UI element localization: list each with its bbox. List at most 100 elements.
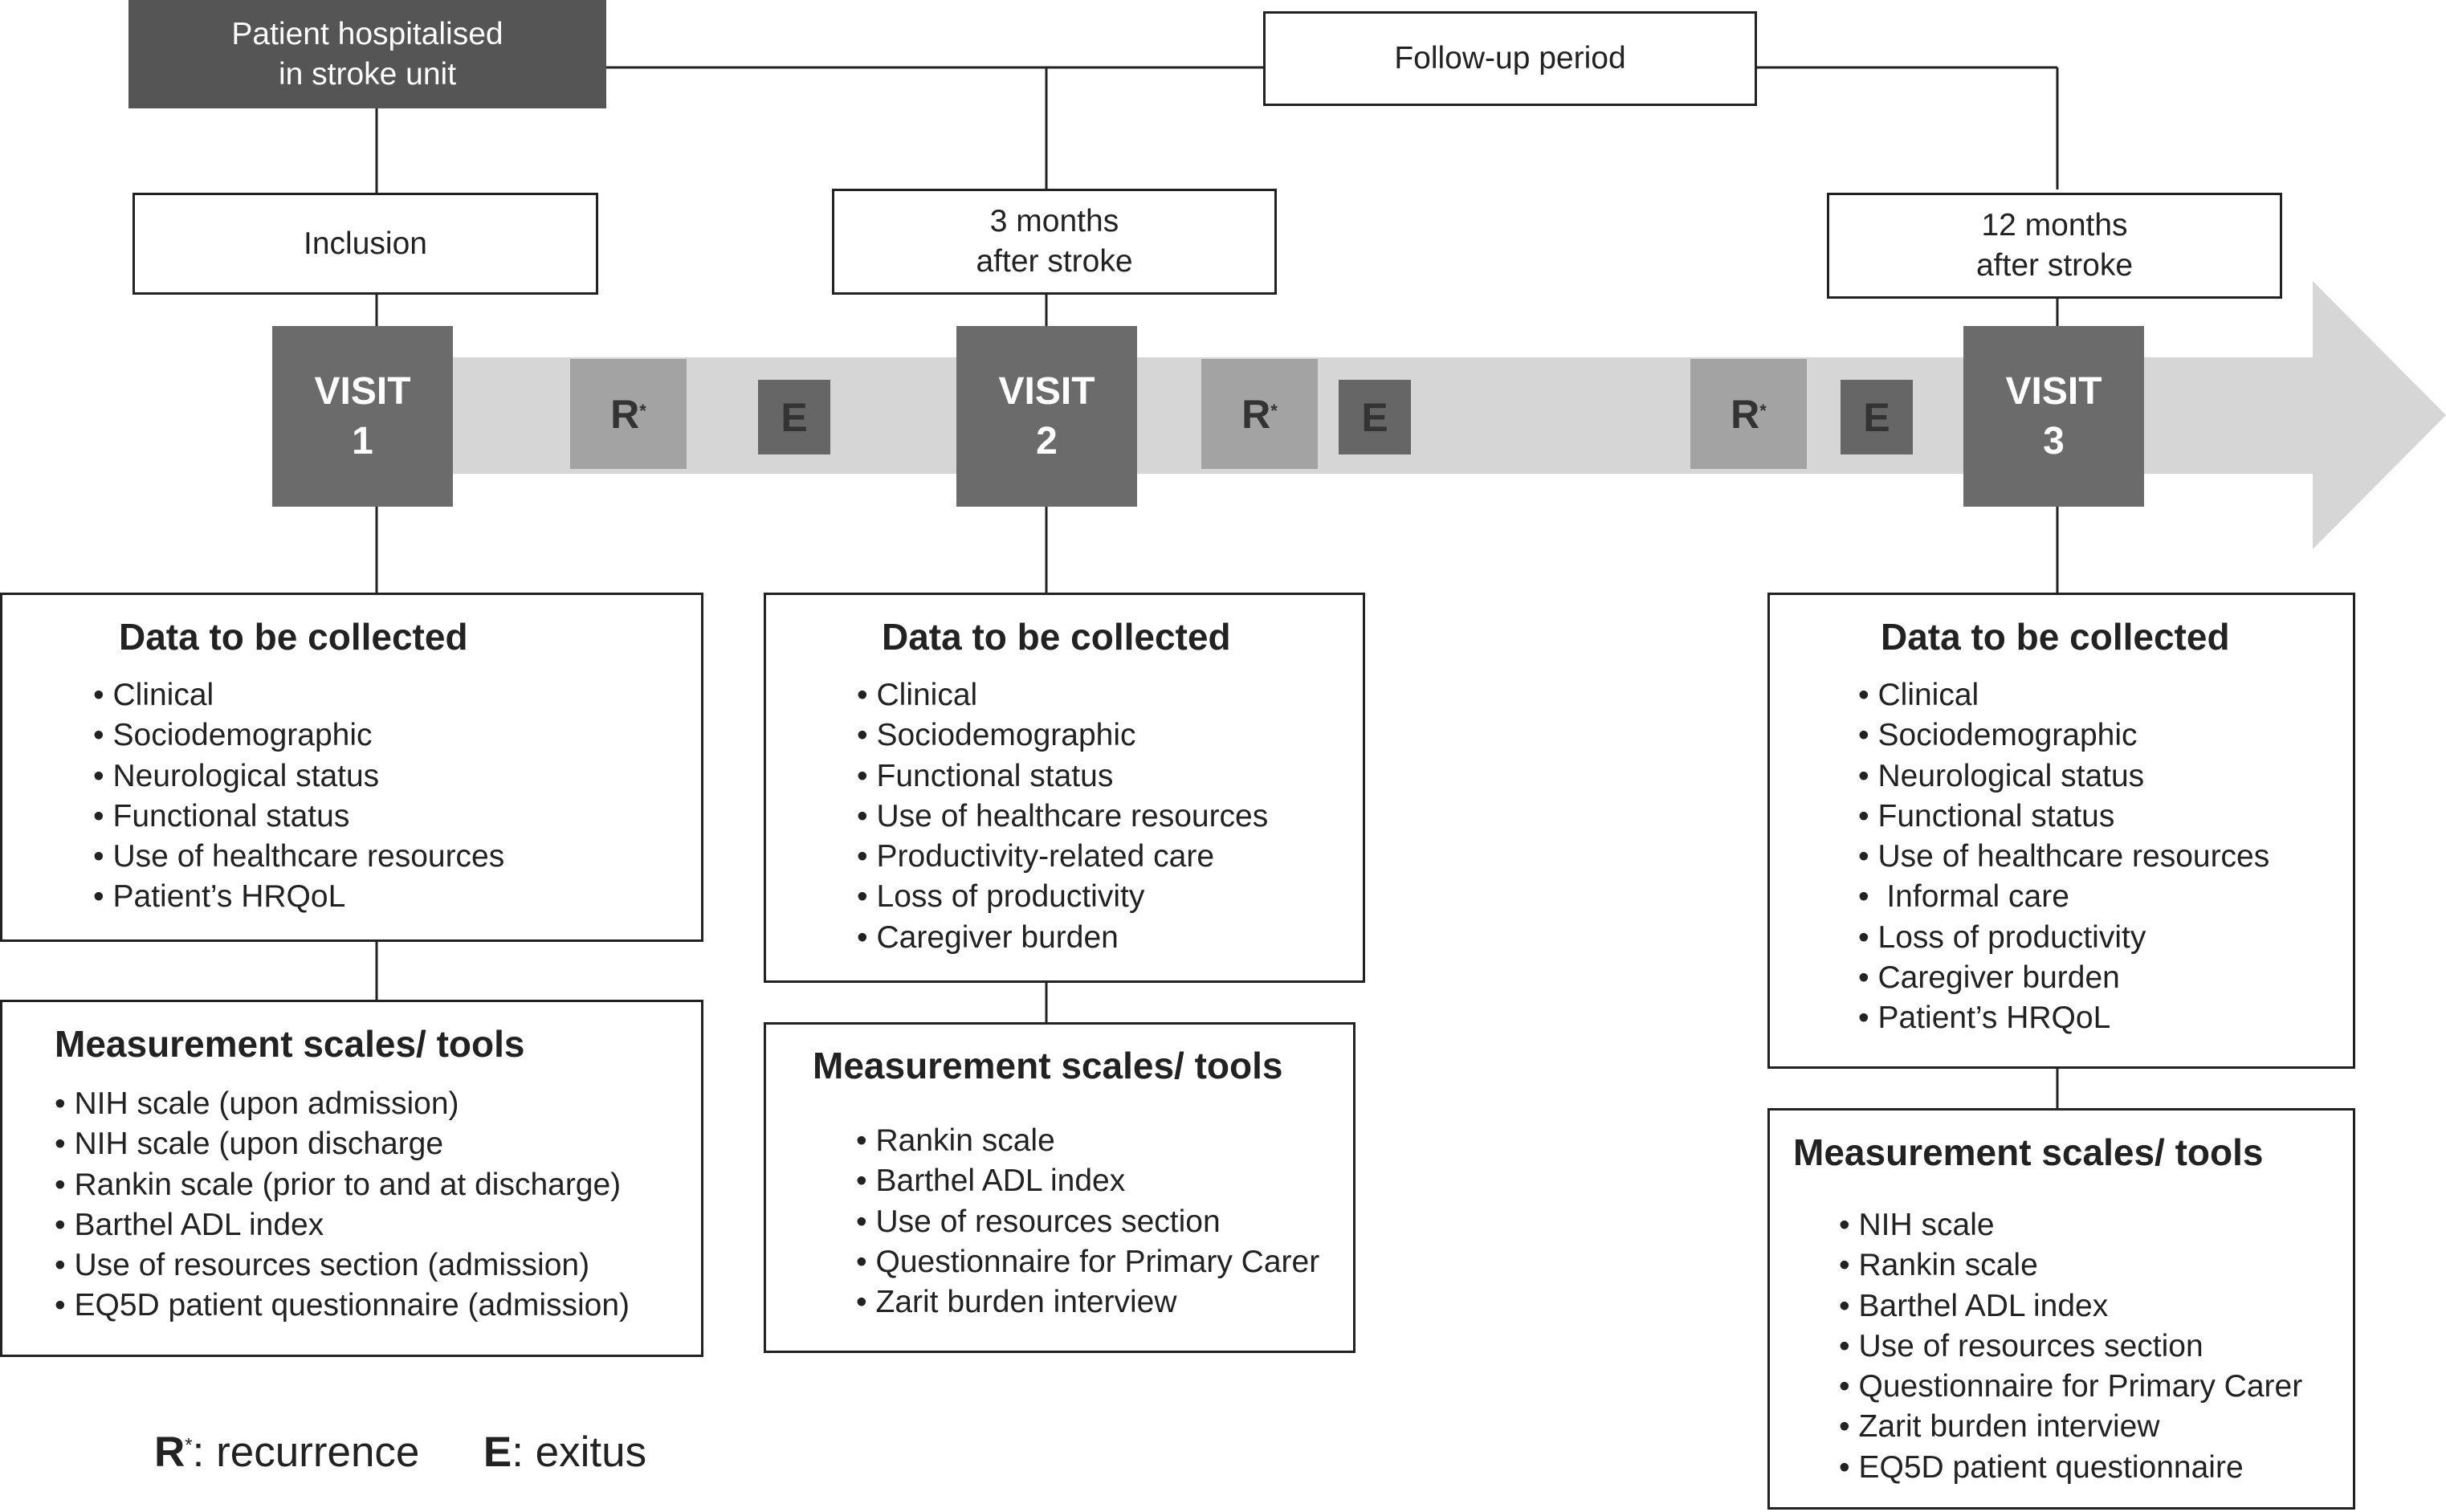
three-months-line-2: after stroke [976,244,1133,279]
list-item: NIH scale (upon admission) [55,1084,630,1124]
recurrence-symbol: R [1731,391,1760,437]
list-item: NIH scale (upon discharge [55,1124,630,1164]
data-box-title: Data to be collected [882,616,1231,658]
data-box-title: Data to be collected [1881,616,2230,658]
list-item: Use of resources section [1839,1327,2302,1367]
list-item: Rankin scale [856,1121,1319,1161]
list-item: Use of healthcare resources [857,797,1269,837]
recurrence-marker-1: R* [570,359,687,469]
list-item: Barthel ADL index [856,1161,1319,1201]
scales-box-visit-1: Measurement scales/ tools NIH scale (upo… [0,1000,703,1357]
three-months-box: 3 months after stroke [832,189,1277,295]
timeline-arrow [434,281,2446,549]
data-list: Clinical Sociodemographic Functional sta… [857,675,1269,958]
visit-2-number: 2 [1036,419,1058,463]
list-item: Use of resources section [856,1202,1319,1242]
visit-3-number: 3 [2043,419,2065,463]
three-months-line-1: 3 months [989,204,1119,238]
visit-2: VISIT 2 [956,326,1137,507]
visit-3-label: VISIT [2005,369,2102,413]
scales-list: NIH scale Rankin scale Barthel ADL index… [1839,1205,2303,1488]
list-item: Zarit burden interview [856,1282,1319,1322]
recurrence-symbol: R [1241,391,1271,437]
list-item: Loss of productivity [857,877,1268,917]
twelve-months-line-1: 12 months [1981,208,2128,242]
data-list: Clinical Sociodemographic Neurological s… [93,675,505,918]
list-item: Use of resources section (admission) [55,1245,630,1286]
data-list: Clinical Sociodemographic Neurological s… [1858,675,2270,1039]
data-box-title: Data to be collected [119,616,468,658]
list-item: Sociodemographic [1858,715,2269,756]
exitus-marker-3: E [1841,380,1913,454]
inclusion-box: Inclusion [132,193,598,295]
legend-recurrence-symbol: R [154,1428,185,1476]
list-item: Sociodemographic [857,715,1268,756]
scales-box-visit-2: Measurement scales/ tools Rankin scale B… [764,1022,1355,1353]
list-item: Functional status [857,756,1268,797]
data-box-visit-3: Data to be collected Clinical Sociodemog… [1767,593,2355,1069]
data-box-visit-2: Data to be collected Clinical Sociodemog… [764,593,1365,983]
list-item: Neurological status [1858,756,2269,797]
scales-list: Rankin scale Barthel ADL index Use of re… [856,1121,1320,1322]
visit-1-number: 1 [352,419,373,463]
scales-box-visit-3: Measurement scales/ tools NIH scale Rank… [1767,1108,2355,1510]
list-item: Informal care [1858,877,2269,917]
exitus-symbol: E [781,394,808,440]
scales-list: NIH scale (upon admission) NIH scale (up… [55,1084,630,1327]
recurrence-asterisk: * [1270,400,1278,421]
hospital-box: Patient hospitalised in stroke unit [128,0,606,108]
legend: R*: recurrence E: exitus [154,1428,646,1477]
recurrence-symbol: R [610,391,640,437]
list-item: Productivity-related care [857,837,1268,877]
legend-exitus-text: : exitus [512,1428,647,1476]
twelve-months-line-2: after stroke [1975,248,2134,283]
data-box-visit-1: Data to be collected Clinical Sociodemog… [0,593,703,942]
list-item: Clinical [1858,675,2269,715]
list-item: EQ5D patient questionnaire (admission) [55,1286,630,1326]
list-item: Questionnaire for Primary Carer [856,1242,1320,1282]
twelve-months-box: 12 months after stroke [1827,193,2282,299]
recurrence-asterisk: * [639,400,646,421]
recurrence-asterisk: * [1759,400,1767,421]
follow-up-box: Follow-up period [1263,11,1757,106]
list-item: Use of healthcare resources [93,837,505,877]
legend-recurrence-asterisk: * [185,1434,193,1457]
list-item: Use of healthcare resources [1858,837,2270,877]
exitus-marker-2: E [1339,380,1411,454]
recurrence-marker-2: R* [1201,359,1318,469]
recurrence-marker-3: R* [1690,359,1807,469]
list-item: Patient’s HRQoL [1858,998,2269,1038]
list-item: Loss of productivity [1858,918,2269,958]
hospital-line-1: Patient hospitalised [231,16,503,51]
list-item: Rankin scale [1839,1245,2302,1286]
list-item: NIH scale [1839,1205,2302,1245]
list-item: Zarit burden interview [1839,1407,2302,1447]
legend-recurrence-text: : recurrence [192,1428,420,1476]
list-item: Patient’s HRQoL [93,877,504,917]
scales-box-title: Measurement scales/ tools [1793,1131,2264,1173]
list-item: Caregiver burden [857,918,1268,958]
list-item: Clinical [857,675,1268,715]
list-item: Sociodemographic [93,715,504,756]
list-item: Rankin scale (prior to and at discharge) [55,1165,630,1205]
list-item: Caregiver burden [1858,958,2269,998]
list-item: EQ5D patient questionnaire [1839,1448,2302,1488]
inclusion-label: Inclusion [304,226,427,261]
exitus-marker-1: E [758,380,830,454]
exitus-symbol: E [1863,394,1890,440]
follow-up-label: Follow-up period [1394,41,1626,75]
list-item: Neurological status [93,756,504,797]
visit-2-label: VISIT [998,369,1095,413]
hospital-line-2: in stroke unit [278,56,457,92]
visit-1: VISIT 1 [272,326,453,507]
list-item: Questionnaire for Primary Carer [1839,1367,2303,1407]
scales-box-title: Measurement scales/ tools [813,1045,1283,1086]
list-item: Barthel ADL index [55,1205,630,1245]
list-item: Barthel ADL index [1839,1286,2302,1327]
list-item: Functional status [1858,797,2269,837]
scales-box-title: Measurement scales/ tools [55,1023,525,1065]
list-item: Clinical [93,675,504,715]
list-item: Functional status [93,797,504,837]
visit-3: VISIT 3 [1963,326,2144,507]
